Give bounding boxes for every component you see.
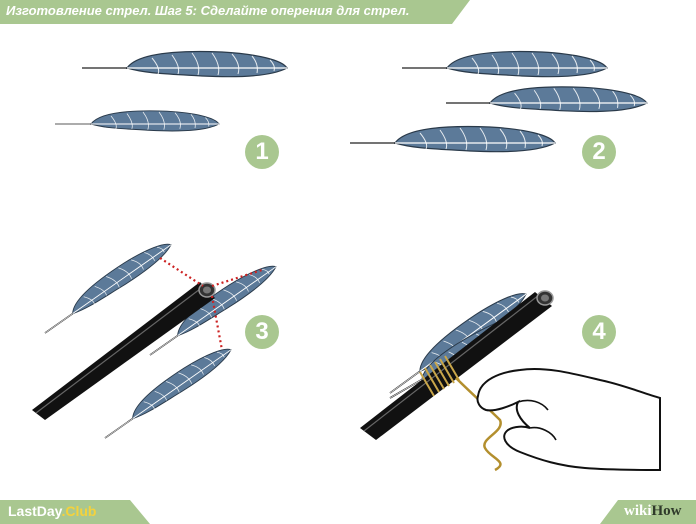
wikihow-logo-part1: wiki (624, 503, 652, 519)
feather-2c (349, 125, 556, 153)
feather-1b (54, 110, 220, 132)
step-4-illustration (360, 282, 661, 472)
feather-2b (445, 85, 648, 113)
site-logo-part2: .Club (61, 503, 97, 519)
site-logo[interactable]: LastDay.Club (8, 503, 96, 519)
footer-right-shape (600, 500, 696, 524)
step-badge-2: 2 (582, 135, 616, 169)
page-title: Изготовление стрел. Шаг 5: Сделайте опер… (6, 3, 410, 18)
step-3-illustration (32, 233, 281, 445)
title-banner: Изготовление стрел. Шаг 5: Сделайте опер… (0, 0, 470, 24)
hand (476, 367, 661, 472)
wikihow-banner: wikiHow (600, 500, 696, 524)
site-logo-part1: LastDay (8, 503, 62, 519)
title-banner-shape (0, 0, 470, 24)
footer-brand-banner: LastDay.Club (0, 500, 150, 524)
feather-1a (81, 50, 288, 78)
arrow-shaft-4 (360, 292, 552, 440)
guide-lines (159, 257, 263, 351)
arrow-shaft-3 (32, 282, 215, 420)
step-badge-4: 4 (582, 315, 616, 349)
thread-binding (419, 355, 460, 397)
step-badge-1: 1 (245, 135, 279, 169)
wikihow-logo-part2: How (651, 503, 682, 519)
feather-2a (401, 50, 608, 78)
wikihow-logo[interactable]: wikiHow (624, 503, 682, 520)
step-badge-3: 3 (245, 315, 279, 349)
footer-left-shape (0, 500, 150, 524)
step-1-illustration (54, 50, 288, 132)
